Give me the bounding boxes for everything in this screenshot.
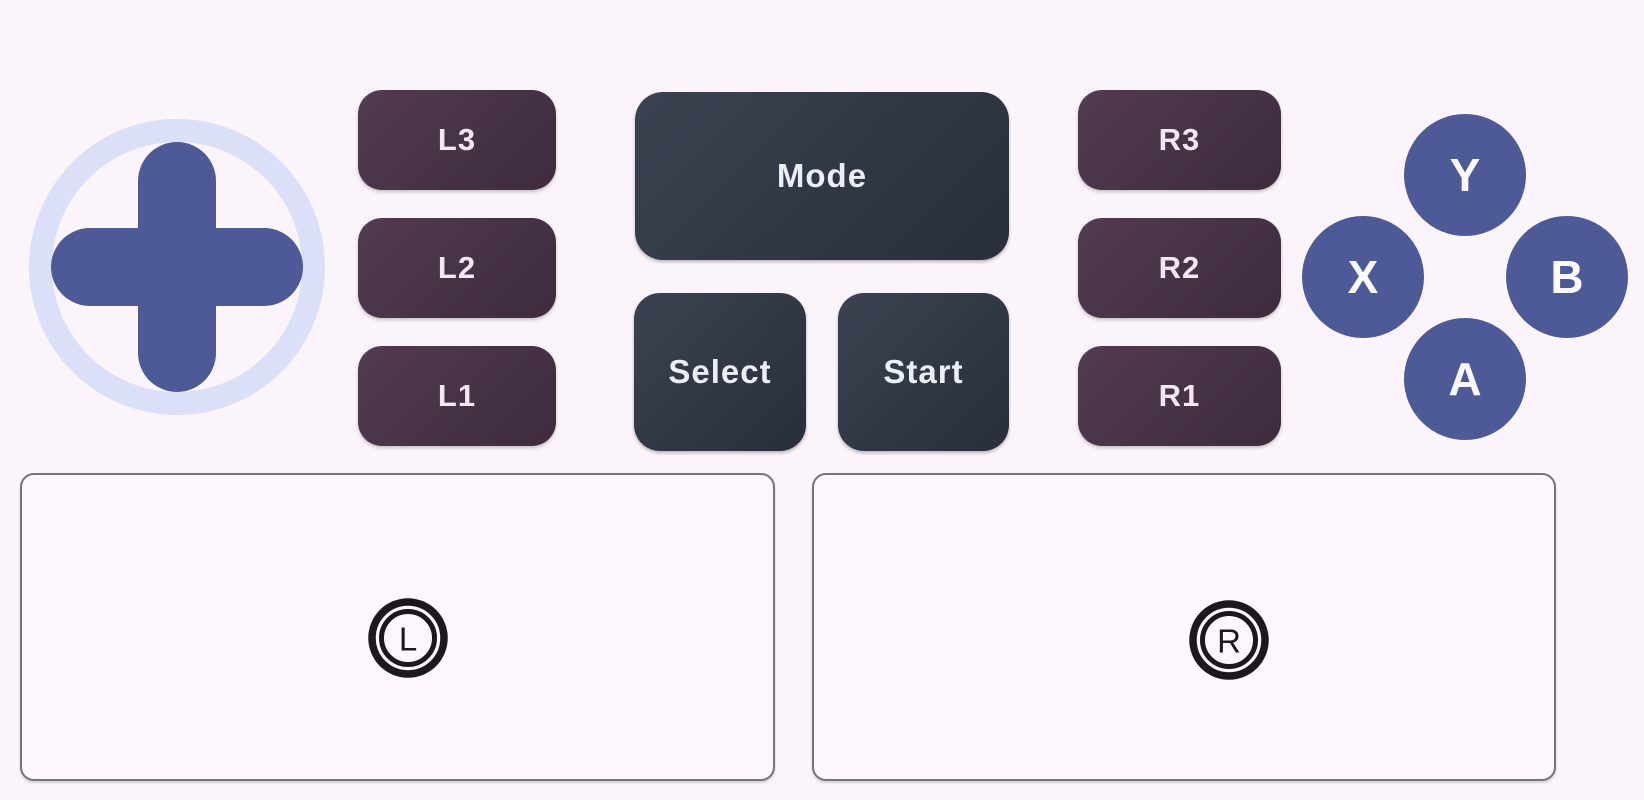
button-mode[interactable]: Mode — [635, 92, 1009, 260]
button-r3[interactable]: R3 — [1078, 90, 1281, 190]
button-r2[interactable]: R2 — [1078, 218, 1281, 318]
left-stick-letter: L — [399, 621, 417, 658]
button-l2[interactable]: L2 — [358, 218, 556, 318]
button-a[interactable]: A — [1404, 318, 1526, 440]
button-l3[interactable]: L3 — [358, 90, 556, 190]
button-l1[interactable]: L1 — [358, 346, 556, 446]
right-stick-area[interactable] — [812, 473, 1556, 781]
button-start[interactable]: Start — [838, 293, 1009, 451]
dpad-cross-icon — [138, 142, 216, 392]
right-stick-marker-icon: R — [1189, 600, 1269, 680]
left-stick-marker-icon: L — [368, 598, 448, 678]
button-r1[interactable]: R1 — [1078, 346, 1281, 446]
left-stick-area[interactable] — [20, 473, 775, 781]
button-select[interactable]: Select — [634, 293, 806, 451]
button-x[interactable]: X — [1302, 216, 1424, 338]
right-stick-letter: R — [1217, 623, 1241, 660]
button-y[interactable]: Y — [1404, 114, 1526, 236]
button-b[interactable]: B — [1506, 216, 1628, 338]
dpad[interactable] — [29, 119, 325, 415]
